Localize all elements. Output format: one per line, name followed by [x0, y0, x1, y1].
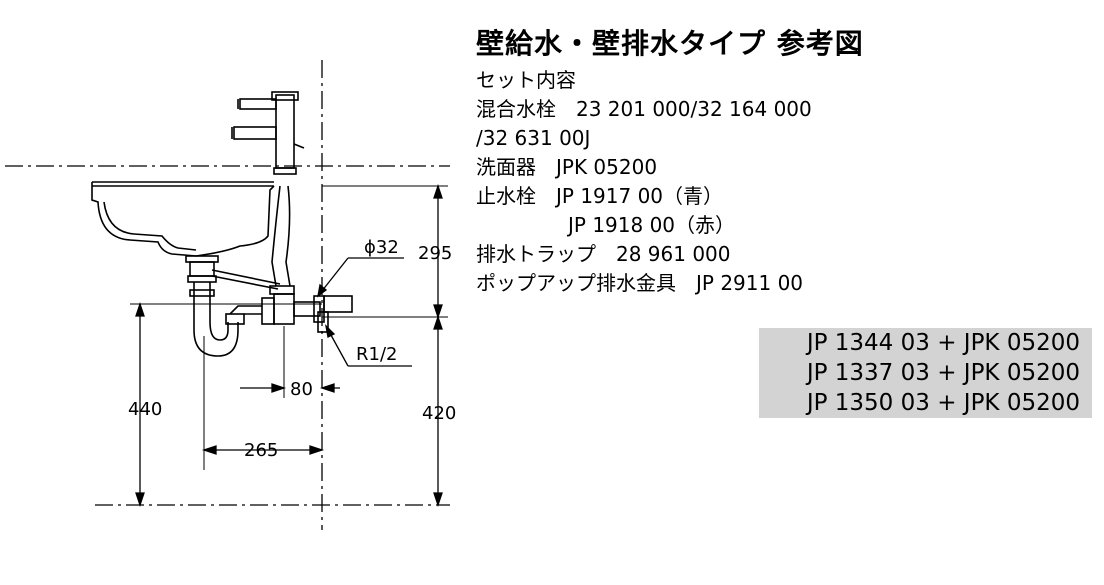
spec-line-basin: 洗面器 JPK 05200 [476, 155, 658, 179]
model-number: JP 1344 03 + JPK 05200 [806, 330, 1080, 356]
spec-line-faucet: 混合水栓 23 201 000/32 164 000 [476, 97, 812, 121]
dim-r12: R1/2 [356, 344, 397, 365]
spec-line-stop-valve-blue: 止水栓 JP 1917 00（青） [476, 184, 724, 208]
model-numbers-box: JP 1344 03 + JPK 05200 JP 1337 03 + JPK … [759, 328, 1092, 418]
dim-265: 265 [244, 440, 278, 461]
supply-hoses [269, 185, 295, 295]
wash-basin [91, 181, 275, 257]
faucet [231, 91, 305, 175]
set-contents-heading: セット内容 [476, 68, 576, 92]
stop-valve [261, 293, 353, 333]
spec-line-popup: ポップアップ排水金具 JP 2911 00 [476, 271, 804, 295]
dim-phi32: ϕ32 [364, 237, 399, 258]
dim-420: 420 [422, 403, 456, 424]
spec-line-trap: 排水トラップ 28 961 000 [476, 242, 731, 266]
model-number: JP 1337 03 + JPK 05200 [806, 360, 1080, 386]
spec-line-stop-valve-red: JP 1918 00（赤） [568, 213, 736, 237]
spec-line-faucet-cont: /32 631 00J [476, 126, 591, 150]
drain-trap [185, 255, 281, 357]
dim-80: 80 [290, 379, 313, 400]
dim-440: 440 [128, 399, 162, 420]
dim-295: 295 [418, 243, 452, 264]
model-number: JP 1350 03 + JPK 05200 [806, 390, 1080, 416]
set-contents: セット内容 混合水栓 23 201 000/32 164 000 /32 631… [476, 66, 812, 298]
page-title: 壁給水・壁排水タイプ 参考図 [476, 27, 864, 60]
dimension-labels: 295 420 440 265 80 ϕ32 R1/2 [128, 237, 456, 461]
